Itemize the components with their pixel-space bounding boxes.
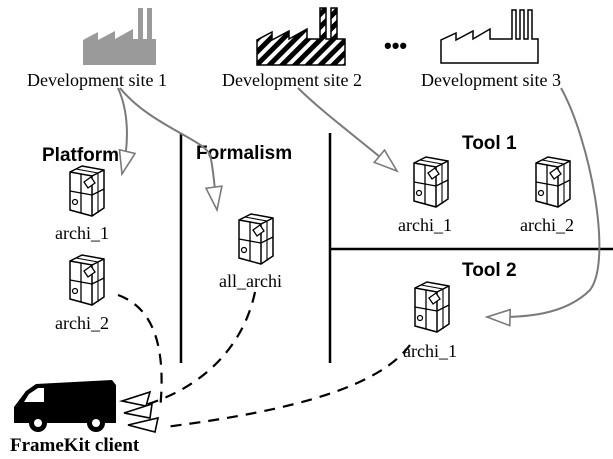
- factory-2-icon: [256, 7, 346, 66]
- svg-text:•••: •••: [384, 33, 407, 58]
- client-arrowhead: [118, 390, 152, 407]
- package-icon: [238, 213, 274, 265]
- ellipsis: •••: [384, 33, 407, 58]
- package-label: all_archi: [219, 271, 282, 291]
- client-arrowhead: [123, 402, 153, 419]
- package-icon: [535, 156, 571, 208]
- van-icon: [14, 380, 116, 432]
- arrow-site1-to-platform: [117, 87, 127, 174]
- section-platform-title: Platform: [42, 145, 119, 166]
- arrow-site2-to-tool1: [297, 87, 397, 171]
- section-tool2-title: Tool 2: [462, 260, 517, 281]
- dashed-link-tool2: [164, 344, 411, 429]
- site-2-label: Development site 2: [222, 70, 362, 90]
- site-1-label: Development site 1: [27, 70, 167, 90]
- package-icon: [413, 156, 449, 208]
- dashed-link-platform: [117, 293, 163, 411]
- package-label: archi_1: [403, 341, 457, 361]
- package-icon: [414, 281, 450, 333]
- site-3-label: Development site 3: [421, 70, 561, 90]
- arrow-site1-to-formalism: [119, 87, 217, 210]
- factory-3-icon: [440, 9, 539, 64]
- package-icon: [69, 165, 105, 217]
- section-formalism-title: Formalism: [196, 143, 292, 164]
- section-tool1-title: Tool 1: [462, 133, 517, 154]
- client-arrowhead: [127, 416, 160, 433]
- package-label: archi_2: [520, 215, 574, 235]
- package-label: archi_1: [398, 215, 452, 235]
- dashed-link-formalism: [144, 291, 257, 407]
- package-label: archi_1: [55, 223, 109, 243]
- client-label: FrameKit client: [10, 435, 140, 456]
- factory-1-icon: [83, 8, 156, 65]
- arrow-site3-to-tool2: [487, 87, 601, 317]
- package-label: archi_2: [55, 313, 109, 333]
- package-icon: [69, 254, 105, 306]
